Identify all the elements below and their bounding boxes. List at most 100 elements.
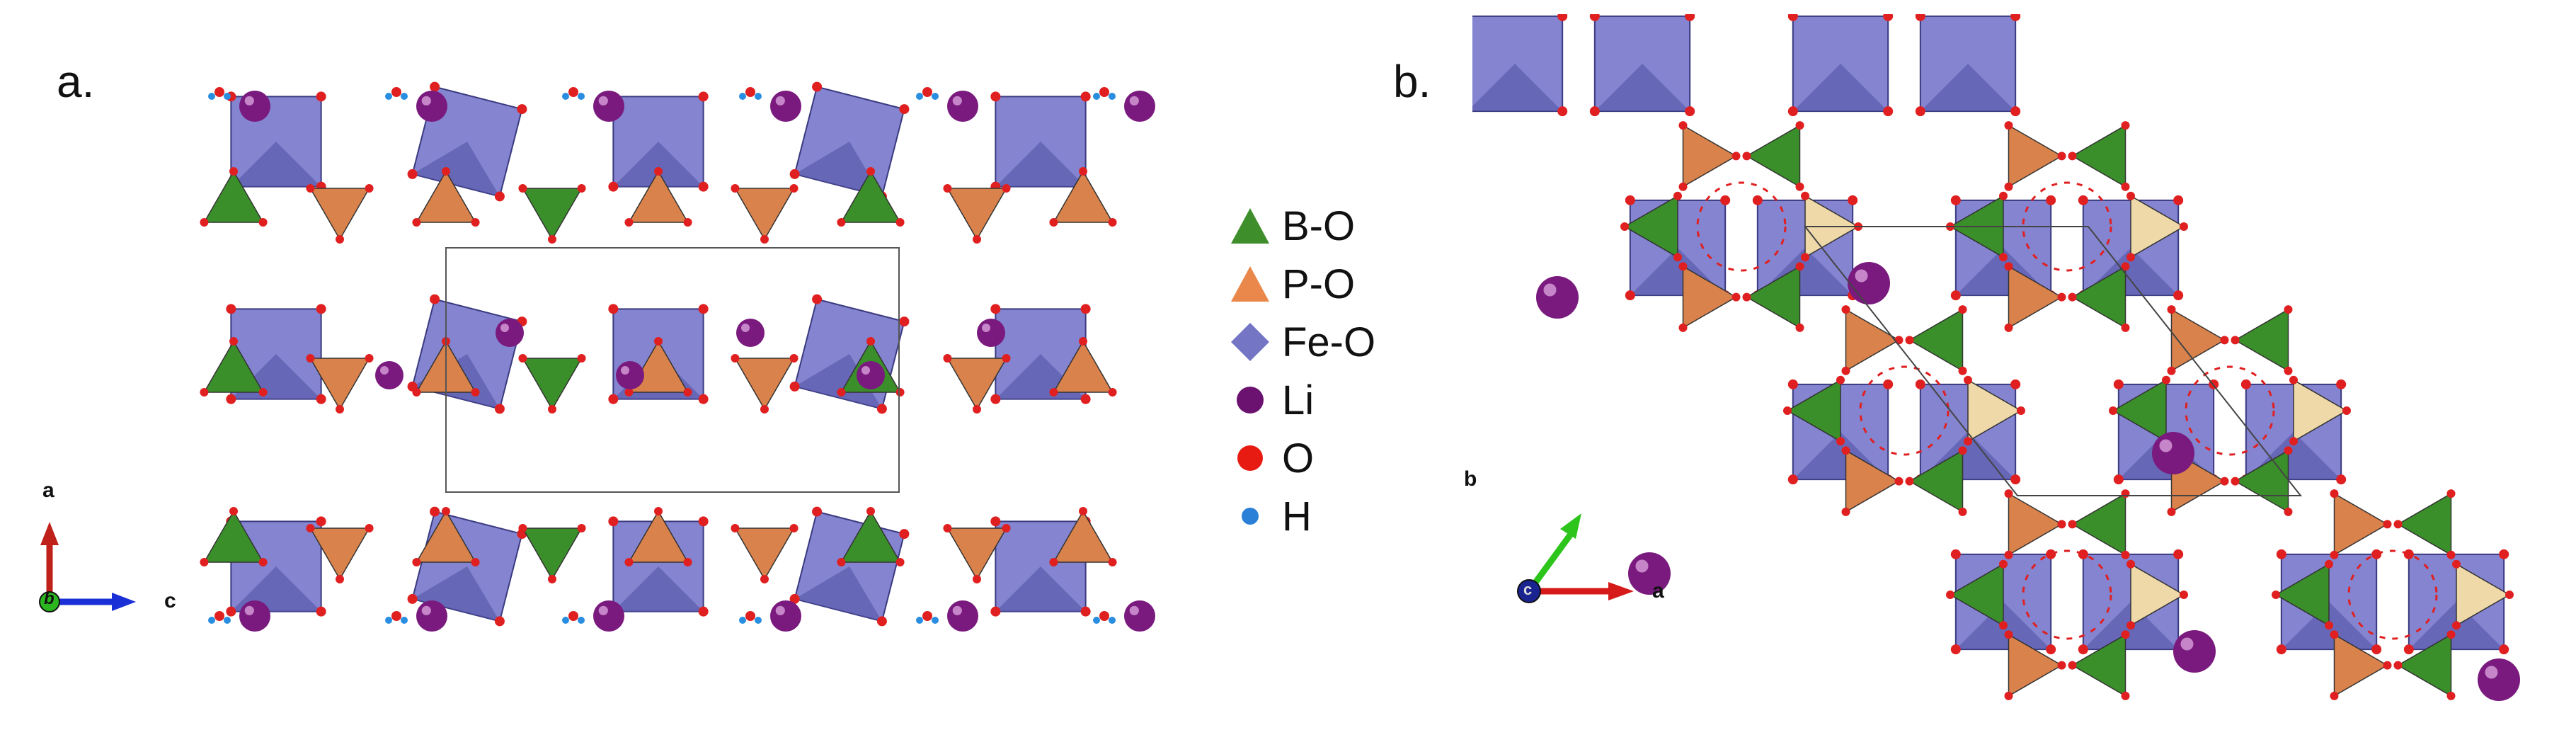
o-atom [2325, 621, 2333, 630]
li-highlight [2180, 637, 2194, 651]
li-atom [2173, 630, 2216, 673]
o-atom [548, 575, 556, 583]
o-atom [866, 167, 875, 176]
legend: B-O P-O Fe-O Li O H [1228, 197, 1375, 545]
h-atom [224, 93, 231, 100]
fe-octahedron-face [1472, 64, 1563, 112]
fe-octahedron-face [995, 142, 1086, 187]
o-atom [2010, 106, 2021, 117]
o-atom [1787, 379, 1798, 389]
li-atom [947, 600, 978, 632]
b-tetrahedron [840, 510, 901, 563]
o-atom [1080, 91, 1091, 102]
o-atom [258, 218, 268, 227]
o-atom [2004, 550, 2013, 559]
o-atom [2276, 644, 2286, 655]
p-tetrahedron [309, 188, 370, 241]
orange-triangle-icon [1231, 266, 1269, 302]
o-atom [1915, 379, 1925, 389]
o-atom [2004, 489, 2013, 498]
fe-octahedron-face [412, 566, 500, 622]
o-atom [2325, 559, 2333, 569]
li-highlight [421, 96, 431, 105]
o-atom [1841, 446, 1850, 455]
b-tetrahedron [522, 358, 583, 411]
panel-a-axis-c-label: c [164, 589, 176, 612]
o-atom [895, 558, 905, 566]
o-atom [365, 524, 374, 532]
li-highlight [2485, 666, 2498, 679]
li-atom [593, 91, 624, 122]
legend-label: Li [1282, 377, 1315, 423]
o-atom [922, 87, 932, 97]
h-atom [739, 617, 746, 624]
o-atom [1557, 14, 1568, 21]
o-atom [1049, 558, 1058, 566]
fe-octahedron-face [794, 354, 882, 409]
o-atom [1079, 337, 1087, 346]
o-atom [1894, 336, 1904, 345]
h-atom [401, 93, 408, 100]
b-tetrahedron [203, 170, 264, 223]
o-atom [624, 388, 634, 397]
li-atom [239, 91, 270, 122]
o-atom [2289, 375, 2298, 384]
o-atom [866, 507, 875, 515]
o-atom [2068, 292, 2077, 302]
o-atom [2330, 630, 2339, 639]
o-atom [2173, 195, 2184, 205]
li-atom [977, 319, 1005, 347]
o-atom [2284, 507, 2293, 516]
o-atom [1080, 304, 1091, 314]
o-atom [1795, 182, 1804, 191]
o-atom [760, 405, 769, 414]
h-atom [385, 617, 392, 624]
legend-label: P-O [1282, 261, 1356, 307]
o-atom [2180, 222, 2188, 231]
o-atom [226, 606, 236, 617]
o-atom [1950, 290, 1961, 301]
p-tetrahedron [416, 510, 476, 563]
o-atom [698, 394, 709, 404]
o-atom [812, 81, 823, 92]
o-atom [837, 218, 846, 227]
b-tetrahedron [2396, 633, 2452, 697]
h-atom [932, 617, 939, 624]
o-atom [745, 87, 755, 97]
p-tetrahedron [946, 358, 1007, 411]
o-atom [2342, 406, 2351, 415]
o-atom [1801, 253, 1809, 262]
green-triangle-icon [1231, 208, 1269, 244]
o-atom [2046, 644, 2056, 655]
o-atom [316, 394, 326, 404]
o-atom [2167, 366, 2176, 375]
o-atom [745, 611, 755, 621]
o-atom [1905, 336, 1914, 345]
o-atom [608, 181, 619, 192]
o-atom [2126, 621, 2135, 630]
o-atom [812, 294, 823, 304]
li-atom [416, 600, 447, 632]
o-atom [1099, 611, 1109, 621]
b-tetrahedron [2233, 449, 2289, 513]
li-highlight [621, 366, 629, 375]
o-atom [1848, 195, 1858, 205]
o-atom [1950, 195, 1961, 205]
o-atom [1841, 366, 1850, 375]
o-atom [2121, 323, 2130, 332]
o-atom [1795, 262, 1804, 271]
li-highlight [952, 96, 962, 105]
o-atom [548, 405, 556, 414]
o-atom [2403, 644, 2414, 655]
o-atom [2393, 661, 2403, 670]
unit-cell-outline [445, 247, 900, 493]
o-atom [2284, 305, 2293, 314]
legend-label: O [1282, 435, 1315, 481]
li-highlight [380, 366, 389, 375]
legend-label: B-O [1282, 203, 1356, 249]
o-atom [2010, 474, 2021, 485]
o-atom [336, 575, 344, 583]
li-highlight [244, 605, 254, 615]
li-atom [947, 91, 978, 122]
o-atom [683, 218, 692, 227]
